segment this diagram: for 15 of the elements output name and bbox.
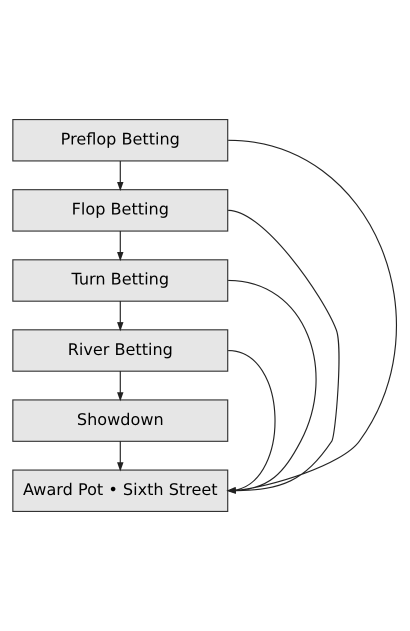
node-box: Preflop Betting bbox=[12, 119, 228, 162]
node-box: Flop Betting bbox=[12, 189, 228, 232]
node-box: Showdown bbox=[12, 399, 228, 442]
node-box: River Betting bbox=[12, 329, 228, 372]
arrow bbox=[226, 350, 276, 494]
arrow bbox=[226, 280, 316, 494]
arrow bbox=[226, 140, 396, 494]
arrow bbox=[117, 441, 124, 472]
arrow bbox=[117, 231, 124, 262]
arrow bbox=[117, 371, 124, 402]
arrow bbox=[226, 210, 340, 494]
node-box: Turn Betting bbox=[12, 259, 228, 302]
arrow bbox=[117, 301, 124, 332]
node-box: Award Pot • Sixth Street bbox=[12, 469, 228, 512]
arrow bbox=[117, 161, 124, 192]
